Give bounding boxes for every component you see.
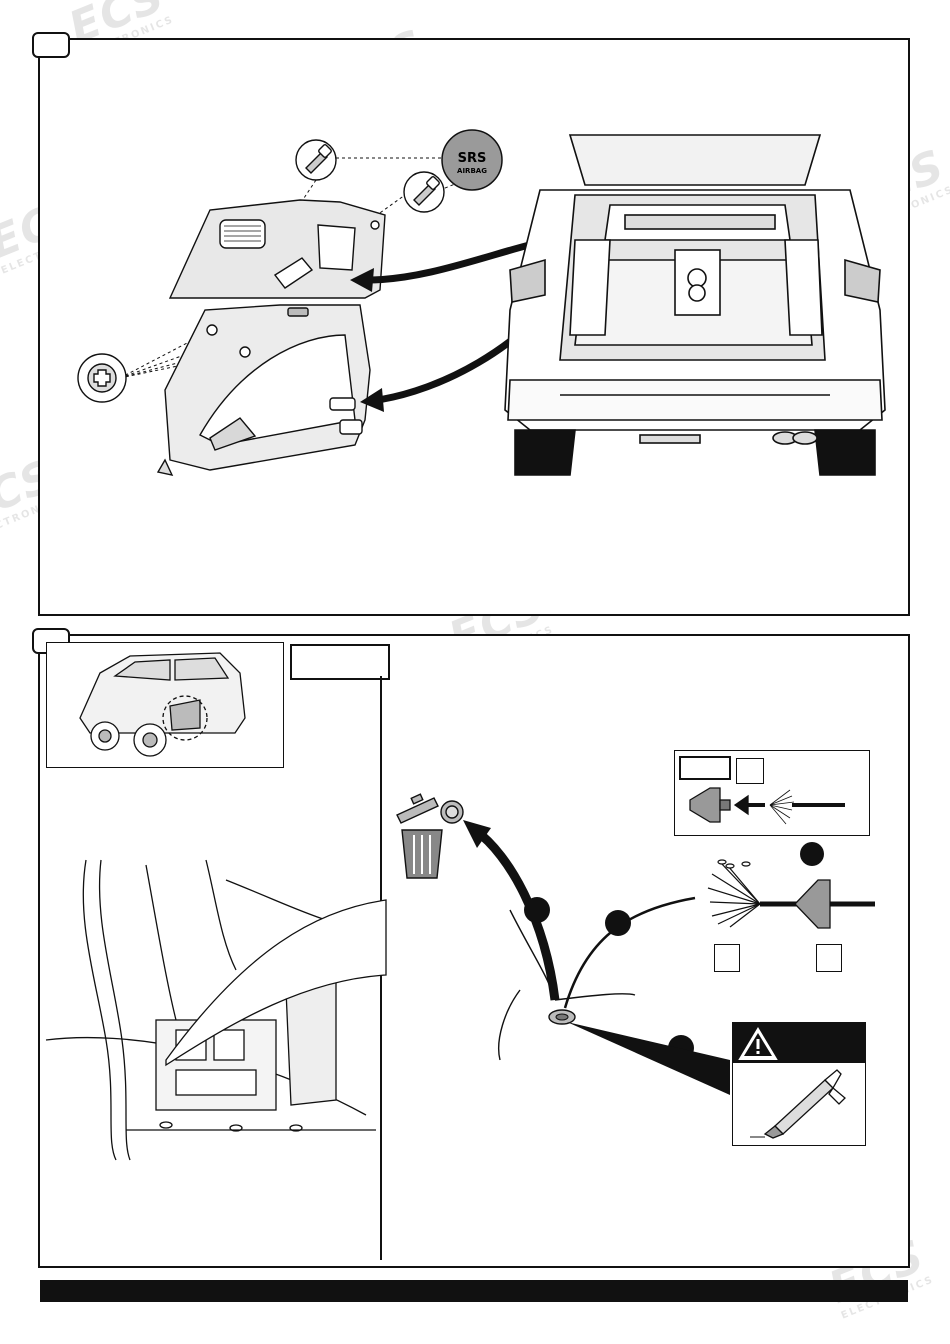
- screw-icon: [403, 171, 445, 213]
- upper-trim-panel: [168, 199, 386, 299]
- step-number-tab-1: [32, 32, 70, 58]
- label-box: [290, 644, 390, 680]
- warning-icon: [738, 1027, 778, 1060]
- vehicle-side-view: [79, 652, 246, 757]
- lower-trim-panel: [156, 304, 371, 476]
- car-rear-open-trunk-illustration: [504, 134, 886, 476]
- grommet-icon: [689, 787, 845, 825]
- airbag-label: AIRBAG: [457, 167, 487, 175]
- footer-bar: [40, 1280, 908, 1302]
- harness-step-box-b: [816, 944, 842, 972]
- screw-icon: [295, 139, 337, 181]
- harness-step-box-a: [714, 944, 740, 972]
- screw-icon: [77, 353, 127, 403]
- detail-number-box: [736, 758, 764, 784]
- trash-bin-icon: [396, 793, 464, 879]
- srs-airbag-icon: [441, 129, 503, 191]
- detail-label-box: [679, 756, 731, 780]
- grommet-installation-illustration: [463, 820, 730, 1095]
- srs-label: SRS: [458, 151, 487, 166]
- wire-harness-icon: [707, 842, 875, 929]
- sealant-gun-icon: [750, 1069, 846, 1139]
- trim-removal-illustration: SRS AIRBAG: [77, 129, 503, 476]
- interior-wiring-illustration: [45, 859, 387, 1161]
